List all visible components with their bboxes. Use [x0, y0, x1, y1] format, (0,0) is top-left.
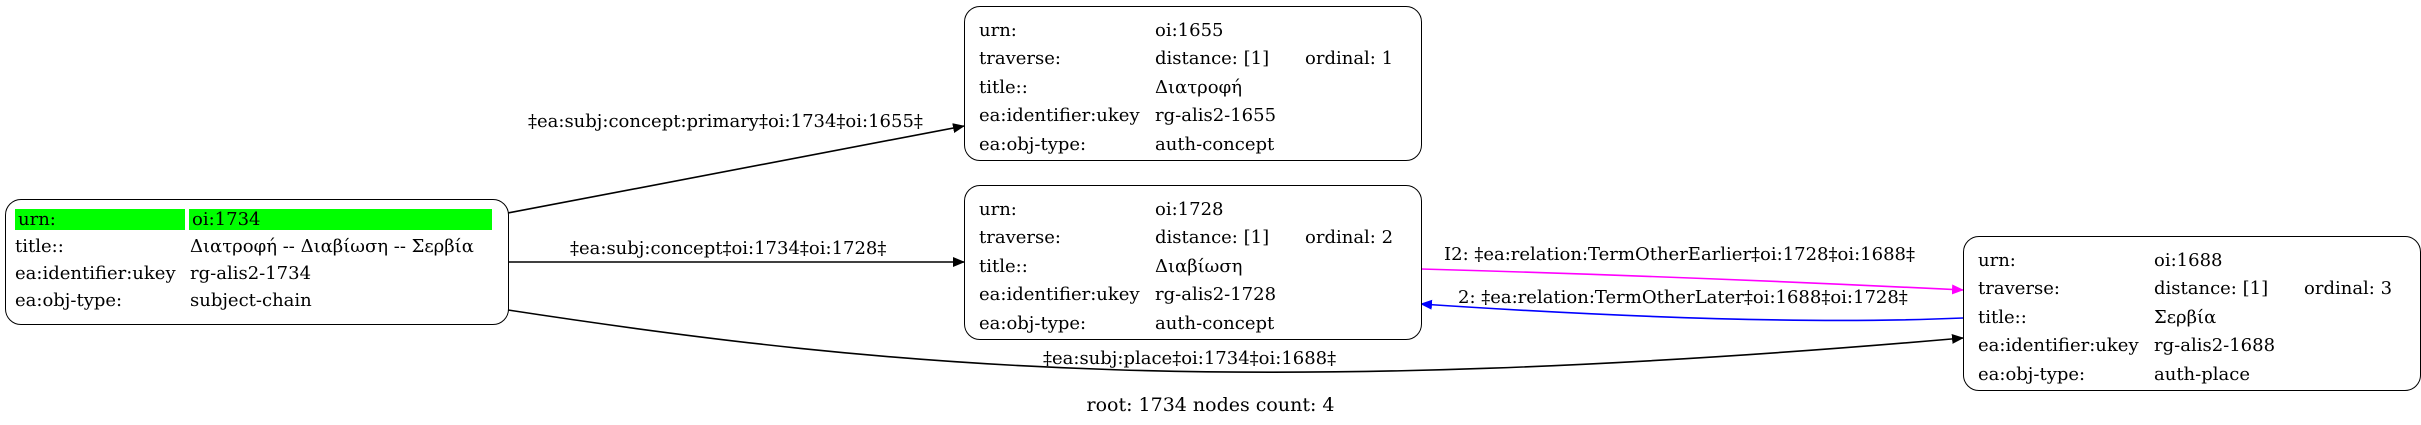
- node-row: ea:obj-type: auth-place: [1978, 360, 2406, 389]
- node-row: ea:obj-type: subject-chain: [15, 287, 499, 314]
- node-value: Διατροφή: [1155, 76, 1242, 98]
- node-extra: ordinal: 1: [1305, 48, 1394, 70]
- node-row: urn: oi:1688: [1978, 246, 2406, 275]
- node-key: urn:: [15, 209, 185, 230]
- node-1688[interactable]: urn: oi:1688 traverse: distance: [1] ordina…: [1963, 236, 2421, 391]
- node-value: Διατροφή -- Διαβίωση -- Σερβία: [190, 236, 474, 257]
- node-key: traverse:: [979, 227, 1061, 249]
- node-value: rg-alis2-1655: [1155, 105, 1277, 127]
- node-row: ea:obj-type: auth-concept: [979, 130, 1407, 159]
- node-value: oi:1728: [1155, 198, 1224, 220]
- node-1655[interactable]: urn: oi:1655 traverse: distance: [1] ordina…: [964, 6, 1422, 161]
- edge-earlier: [1420, 268, 1964, 295]
- node-value: Διαβίωση: [1155, 255, 1243, 277]
- node-value: distance: [1]: [2154, 278, 2269, 300]
- node-key: urn:: [1978, 249, 2016, 271]
- edge-place: [507, 309, 1964, 374]
- node-root-1734[interactable]: urn: oi:1734 title:: Διατροφή -- Διαβίωσ…: [5, 199, 509, 325]
- node-key: title::: [979, 76, 1028, 98]
- node-row: ea:identifier:ukey rg-alis2-1688: [1978, 332, 2406, 361]
- node-value: distance: [1]: [1155, 48, 1270, 70]
- edge-primary: [507, 123, 965, 214]
- node-key: ea:obj-type:: [979, 312, 1087, 334]
- node-value: distance: [1]: [1155, 227, 1270, 249]
- node-1728[interactable]: urn: oi:1728 traverse: distance: [1] ordina…: [964, 185, 1422, 340]
- node-key: urn:: [979, 198, 1017, 220]
- node-row: urn: oi:1655: [979, 16, 1407, 45]
- graph-footer: root: 1734 nodes count: 4: [1086, 394, 1335, 416]
- node-value: Σερβία: [2154, 306, 2217, 328]
- node-row: ea:identifier:ukey rg-alis2-1728: [979, 281, 1407, 310]
- node-value: subject-chain: [190, 290, 312, 311]
- edge-later: [1420, 299, 1964, 322]
- node-value: rg-alis2-1688: [2154, 335, 2276, 357]
- node-row: ea:obj-type: auth-concept: [979, 309, 1407, 338]
- node-key: ea:identifier:ukey: [979, 105, 1140, 127]
- node-value: oi:1688: [2154, 249, 2223, 271]
- edge-label-earlier: I2: ‡ea:relation:TermOtherEarlier‡oi:172…: [1444, 244, 1915, 265]
- node-extra: ordinal: 2: [1305, 227, 1394, 249]
- node-value: rg-alis2-1728: [1155, 284, 1277, 306]
- node-key: ea:obj-type:: [1978, 363, 2086, 385]
- edge-label-concept: ‡ea:subj:concept‡oi:1734‡oi:1728‡: [570, 238, 887, 259]
- node-key: urn:: [979, 19, 1017, 41]
- edge-label-primary: ‡ea:subj:concept:primary‡oi:1734‡oi:1655…: [528, 111, 923, 132]
- node-key: title::: [979, 255, 1028, 277]
- node-row: urn: oi:1728: [979, 195, 1407, 224]
- node-key: ea:identifier:ukey: [979, 284, 1140, 306]
- node-key: title::: [15, 236, 64, 257]
- node-row: traverse: distance: [1] ordinal: 1: [979, 45, 1407, 74]
- node-row: ea:identifier:ukey rg-alis2-1734: [15, 260, 499, 287]
- node-key: ea:obj-type:: [15, 290, 123, 311]
- node-row: ea:identifier:ukey rg-alis2-1655: [979, 102, 1407, 131]
- node-value: auth-concept: [1155, 133, 1275, 155]
- node-value: auth-place: [2154, 363, 2250, 385]
- node-value: oi:1655: [1155, 19, 1224, 41]
- node-key: traverse:: [979, 48, 1061, 70]
- node-row: traverse: distance: [1] ordinal: 3: [1978, 275, 2406, 304]
- node-key: traverse:: [1978, 278, 2060, 300]
- node-key: ea:obj-type:: [979, 133, 1087, 155]
- node-value: oi:1734: [189, 209, 492, 230]
- node-key: title::: [1978, 306, 2027, 328]
- node-row: title::Σερβία: [1978, 303, 2406, 332]
- node-extra: ordinal: 3: [2304, 278, 2393, 300]
- node-key: ea:identifier:ukey: [1978, 335, 2139, 357]
- node-value: auth-concept: [1155, 312, 1275, 334]
- node-row: title::Διατροφή: [979, 73, 1407, 102]
- node-key: ea:identifier:ukey: [15, 263, 176, 284]
- edge-label-later: 2: ‡ea:relation:TermOtherLater‡oi:1688‡o…: [1458, 287, 1908, 308]
- node-row: urn: oi:1734: [15, 206, 499, 233]
- edge-label-place: ‡ea:subj:place‡oi:1734‡oi:1688‡: [1043, 348, 1337, 369]
- node-row: title:: Διατροφή -- Διαβίωση -- Σερβία: [15, 233, 499, 260]
- node-value: rg-alis2-1734: [190, 263, 312, 284]
- node-row: traverse: distance: [1] ordinal: 2: [979, 224, 1407, 253]
- node-row: title::Διαβίωση: [979, 252, 1407, 281]
